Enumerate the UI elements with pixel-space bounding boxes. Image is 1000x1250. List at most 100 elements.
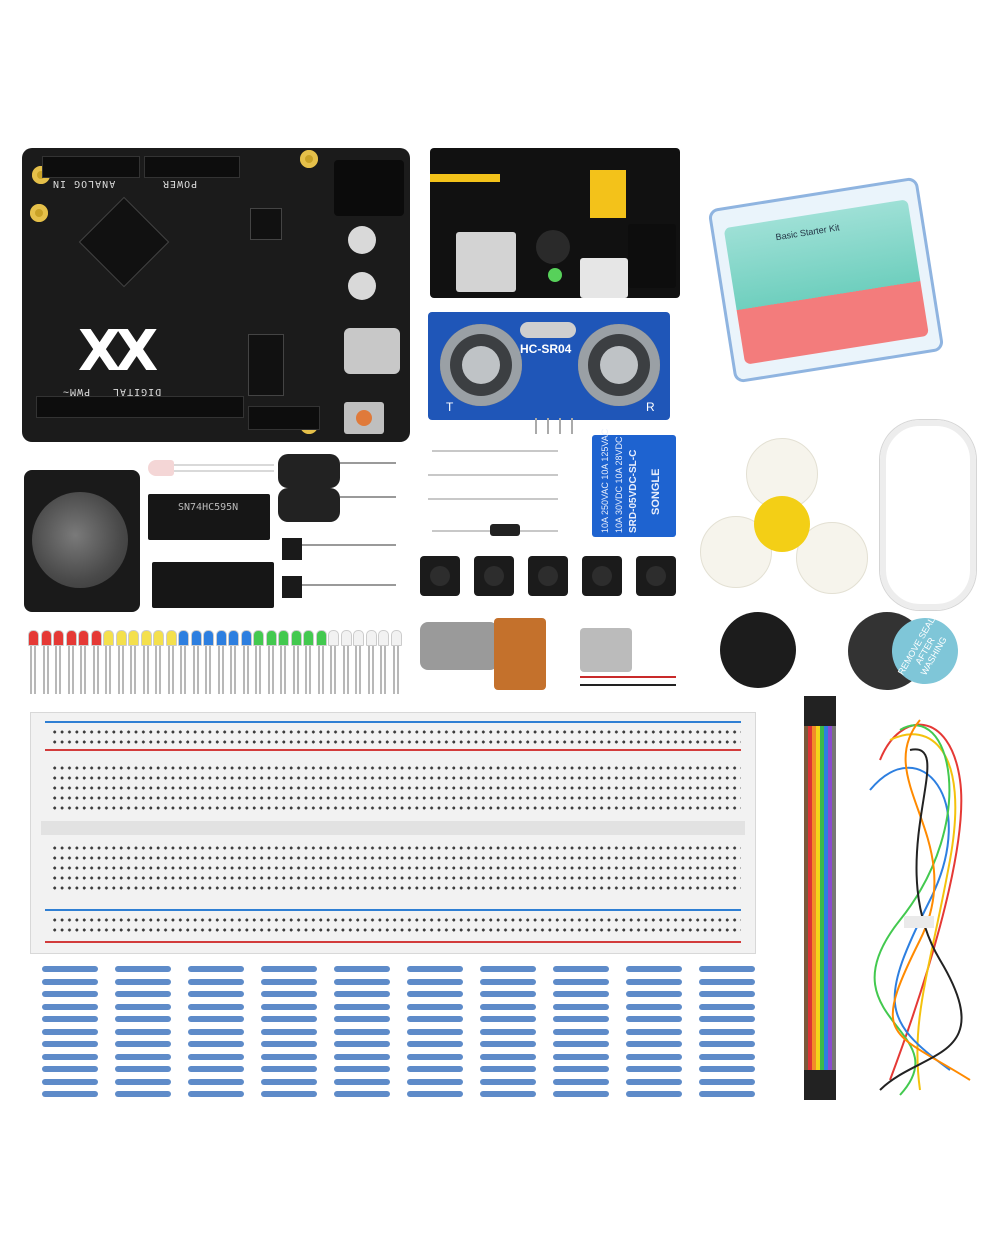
center-channel xyxy=(41,821,745,835)
led-lead xyxy=(96,646,99,694)
red-rail xyxy=(45,749,741,751)
led xyxy=(115,630,127,646)
resistor xyxy=(324,1066,400,1072)
analog-in-label: ANALOG IN xyxy=(52,178,116,189)
led-lead xyxy=(284,646,286,694)
led-lead xyxy=(384,646,386,694)
photoresistor xyxy=(432,450,558,452)
resistor xyxy=(397,1041,473,1047)
led-lead xyxy=(280,646,282,694)
resistor xyxy=(689,1028,765,1035)
resistor xyxy=(178,1053,254,1060)
resistor xyxy=(324,966,400,972)
power-led xyxy=(548,268,562,282)
relay-line-3: SRD-05VDC-SL-C xyxy=(628,449,639,533)
resistor xyxy=(251,1066,327,1072)
active-buzzer xyxy=(720,612,796,688)
push-button[interactable] xyxy=(420,556,460,596)
power-header xyxy=(144,156,240,178)
transistor xyxy=(282,538,302,560)
push-button[interactable] xyxy=(636,556,676,596)
resistor xyxy=(251,1028,327,1035)
led-lead xyxy=(155,646,157,694)
microcontroller-board: ANALOG IN POWER XX DIGITAL PWM~ xyxy=(22,148,410,442)
lead xyxy=(340,496,396,498)
relay-line-2: 10A 30VDC 10A 28VDC xyxy=(614,436,624,533)
led-lead xyxy=(309,646,311,694)
led-lead xyxy=(242,646,245,694)
resistor xyxy=(32,1091,108,1097)
resistor xyxy=(251,1053,327,1060)
analog-header xyxy=(42,156,140,178)
push-button[interactable] xyxy=(582,556,622,596)
resistor xyxy=(324,991,400,997)
push-button[interactable] xyxy=(528,556,568,596)
r-label: R xyxy=(646,400,655,414)
resistor xyxy=(105,991,181,997)
resistor xyxy=(543,966,619,972)
mount-hole xyxy=(30,204,48,222)
resistor xyxy=(324,1053,400,1060)
resistor xyxy=(397,991,473,997)
resistor xyxy=(689,1091,765,1097)
jumper-wire-ribbon xyxy=(800,696,840,1100)
resistor xyxy=(251,1078,327,1085)
resistor xyxy=(105,1053,181,1060)
led-lead xyxy=(171,646,174,694)
power-rail-holes xyxy=(51,727,741,749)
resistor xyxy=(616,1091,692,1097)
resistor xyxy=(32,1053,108,1060)
led-lead xyxy=(396,646,399,694)
joystick-module xyxy=(24,470,140,612)
resistor xyxy=(616,1028,692,1035)
resistor xyxy=(178,1028,254,1035)
led xyxy=(190,630,202,646)
reset-button[interactable] xyxy=(344,402,384,434)
resistor xyxy=(324,1028,400,1035)
led-lead xyxy=(192,646,195,694)
digital-header xyxy=(36,396,244,418)
led-lead xyxy=(271,646,274,694)
resistor xyxy=(616,1066,692,1072)
photoresistor xyxy=(428,474,558,476)
resistor xyxy=(32,1003,108,1010)
resistor xyxy=(178,1016,254,1022)
joystick-knob xyxy=(32,492,128,588)
loose-jumper-wires xyxy=(869,719,971,1096)
lead xyxy=(174,464,274,466)
digital-header-2 xyxy=(248,406,320,430)
usb-chip xyxy=(248,334,284,396)
led-lead xyxy=(67,646,70,694)
resistor xyxy=(689,1066,765,1072)
resistor xyxy=(397,1078,473,1085)
resistor xyxy=(616,1041,692,1047)
resistor xyxy=(178,1041,254,1047)
pin xyxy=(535,418,537,434)
resistor xyxy=(397,1003,473,1010)
resistor xyxy=(324,1091,400,1097)
led xyxy=(215,630,227,646)
push-button[interactable] xyxy=(474,556,514,596)
resistor xyxy=(105,966,181,972)
led-lead xyxy=(92,646,95,694)
resistor xyxy=(324,1041,400,1047)
led-lead xyxy=(55,646,57,694)
resistor xyxy=(397,1016,473,1022)
power-switch[interactable] xyxy=(580,258,628,298)
resistor xyxy=(470,1041,546,1047)
led-lead xyxy=(30,646,32,694)
resistor xyxy=(470,978,546,985)
resistor xyxy=(324,1003,400,1010)
digital-label: DIGITAL xyxy=(112,386,162,397)
mount-hole xyxy=(300,150,318,168)
resistor xyxy=(470,1028,546,1035)
led xyxy=(178,630,189,646)
led-lead xyxy=(330,646,332,694)
led-lead xyxy=(146,646,149,694)
resistor xyxy=(397,1066,473,1072)
resistor xyxy=(470,991,546,997)
resistor xyxy=(397,966,473,972)
resistor xyxy=(470,1091,546,1097)
resistor xyxy=(543,1016,619,1022)
resistor xyxy=(616,966,692,972)
